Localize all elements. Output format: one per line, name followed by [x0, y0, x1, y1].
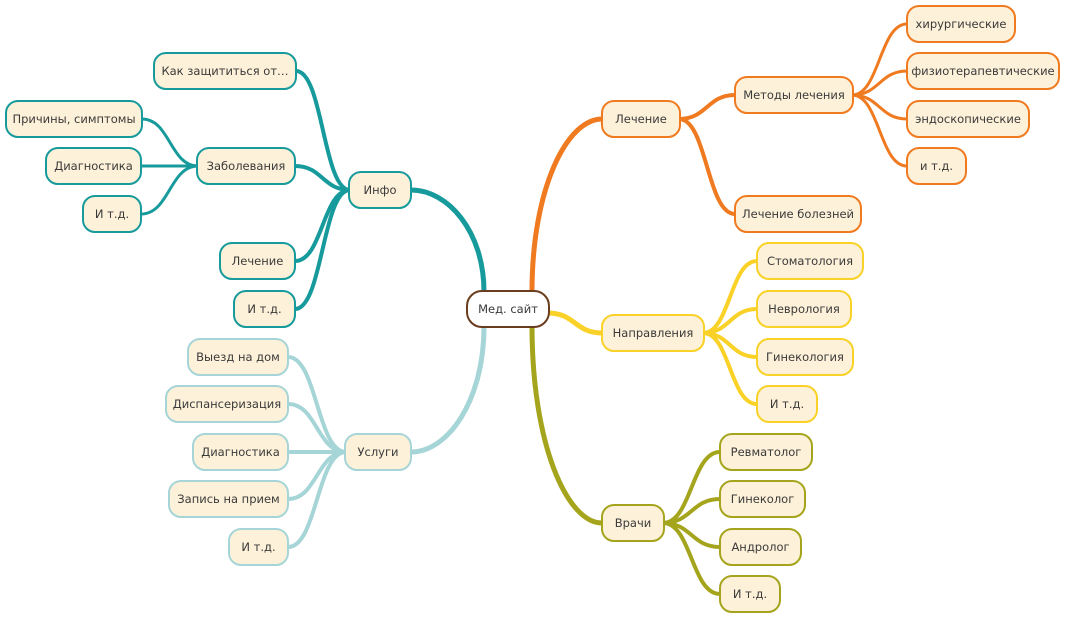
direction-neurology-node[interactable]: Неврология	[756, 290, 852, 328]
info-diseases-node[interactable]: Заболевания	[196, 147, 296, 185]
connector-treatment-0	[677, 93, 737, 121]
connector-methods-0	[850, 22, 909, 97]
doctor-rheumatologist-node[interactable]: Ревматолог	[719, 433, 813, 471]
connector-root-directions	[545, 310, 605, 336]
connector-root-services	[408, 323, 487, 455]
diseases-causes-node[interactable]: Причины, симптомы	[5, 100, 143, 138]
directions-node[interactable]: Направления	[601, 314, 705, 352]
treatment-node[interactable]: Лечение	[601, 100, 681, 138]
connector-info-3	[293, 188, 352, 311]
connector-directions-3	[701, 331, 759, 406]
method-endoscopic-node[interactable]: эндоскопические	[906, 100, 1030, 138]
method-etc-node[interactable]: и т.д.	[906, 147, 967, 185]
services-appointment-node[interactable]: Запись на прием	[168, 480, 289, 518]
root-node[interactable]: Мед. сайт	[466, 290, 550, 328]
treatment-methods-node[interactable]: Методы лечения	[734, 76, 854, 114]
connector-root-doctors	[529, 323, 605, 526]
direction-etc-node[interactable]: И т.д.	[756, 385, 818, 423]
connector-diseases-2	[139, 164, 200, 216]
connector-info-1	[293, 164, 352, 192]
treatment-diseases-node[interactable]: Лечение болезней	[734, 195, 862, 233]
doctor-gynecologist-node[interactable]: Гинеколог	[719, 480, 806, 518]
connector-root-info	[408, 187, 487, 295]
connector-doctors-3	[661, 521, 722, 596]
connector-info-0	[294, 69, 352, 192]
connector-services-3	[286, 450, 348, 501]
services-etc-node[interactable]: И т.д.	[228, 528, 289, 566]
connector-services-4	[286, 450, 348, 549]
doctor-etc-node[interactable]: И т.д.	[719, 575, 781, 613]
info-node[interactable]: Инфо	[348, 171, 412, 209]
diseases-diagnostics-node[interactable]: Диагностика	[45, 147, 142, 185]
doctors-node[interactable]: Врачи	[601, 504, 665, 542]
connector-diseases-0	[140, 117, 200, 168]
info-protect-node[interactable]: Как защититься от…	[153, 52, 297, 90]
connector-methods-3	[850, 93, 909, 168]
services-diagnostics-node[interactable]: Диагностика	[192, 433, 289, 471]
method-physio-node[interactable]: физиотерапевтические	[906, 52, 1060, 90]
direction-dentistry-node[interactable]: Стоматология	[756, 242, 864, 280]
connector-root-treatment	[529, 116, 605, 295]
doctor-andrologist-node[interactable]: Андролог	[719, 528, 802, 566]
method-surgical-node[interactable]: хирургические	[906, 5, 1016, 43]
info-etc-node[interactable]: И т.д.	[233, 290, 296, 328]
direction-gynecology-node[interactable]: Гинекология	[756, 338, 854, 376]
services-checkup-node[interactable]: Диспансеризация	[165, 385, 289, 423]
diseases-etc-node[interactable]: И т.д.	[82, 195, 142, 233]
services-home-visit-node[interactable]: Выезд на дом	[187, 338, 289, 376]
connector-treatment-1	[677, 117, 737, 216]
services-node[interactable]: Услуги	[344, 433, 412, 471]
info-treatment-node[interactable]: Лечение	[219, 242, 296, 280]
